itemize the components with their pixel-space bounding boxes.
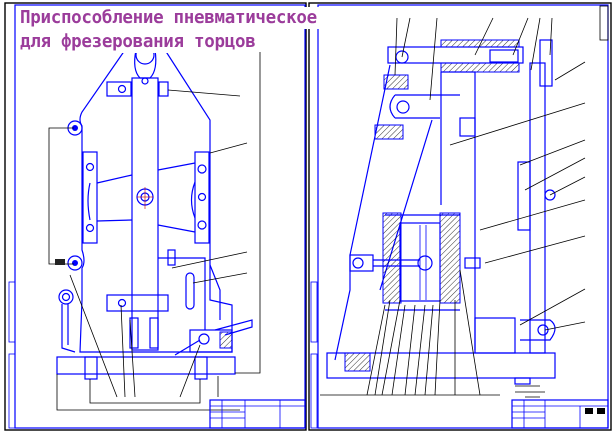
upper-left-clamp [106, 81, 132, 97]
fixture-body-outline [79, 49, 233, 353]
column-block [517, 161, 531, 231]
base-plate [56, 356, 236, 375]
left-title-block [209, 399, 306, 429]
dimension-line-right [235, 52, 261, 374]
left-sheet-border [4, 2, 307, 431]
link-pivot [58, 289, 74, 305]
right-sheet-frame [317, 4, 609, 429]
title-line-2: для фрезерования торцов [18, 31, 258, 53]
top-bar [387, 46, 524, 64]
left-strip [82, 151, 98, 244]
upper-right-clamp [158, 81, 169, 97]
lower-clamp [106, 294, 169, 312]
rod [158, 257, 221, 330]
middle-plate [87, 162, 196, 233]
left-side-stamp [8, 281, 16, 343]
left-side-stamp-lower [8, 353, 16, 429]
right-strip [194, 151, 210, 244]
central-lever [131, 77, 159, 351]
vertical-column [529, 62, 546, 354]
stamp-corner [599, 5, 609, 41]
left-sheet [4, 2, 307, 431]
lower-pin [537, 324, 549, 336]
main-body [440, 71, 476, 350]
pneumatic-cylinder [349, 212, 481, 311]
right-sheet-border [308, 2, 612, 431]
slot-link [185, 272, 195, 310]
technical-notes [515, 385, 545, 398]
valve-pivot [198, 333, 210, 345]
title-line-1: Приспособление пневматическое [18, 7, 319, 29]
dimension-line-left [48, 127, 74, 265]
right-base-plate [326, 352, 556, 379]
head-screw [141, 77, 149, 85]
dimension-lines-bottom [56, 374, 240, 411]
lower-left-pivot [67, 255, 83, 271]
lower-block [474, 317, 516, 354]
hatched-nut [219, 331, 233, 349]
valve-handle [214, 319, 253, 336]
link-rod [61, 304, 76, 353]
right-sheet [308, 2, 612, 431]
screw [489, 49, 519, 63]
spring [55, 259, 65, 265]
fork-right [149, 317, 159, 349]
screw-icon [117, 84, 127, 94]
lower-pivot-bracket [520, 319, 556, 341]
upper-link [389, 94, 460, 119]
fork-left [129, 317, 139, 349]
right-title-block [511, 399, 609, 429]
cylinder-rod-eye [349, 254, 374, 272]
left-sheet-frame [14, 4, 306, 429]
